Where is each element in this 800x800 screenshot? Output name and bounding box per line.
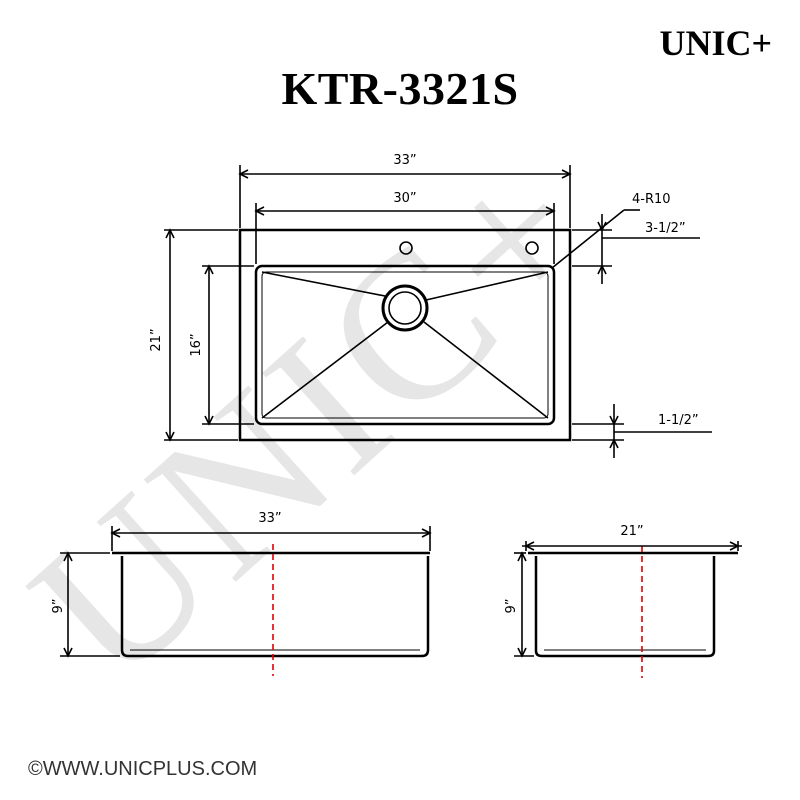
top-view: 33” 30” 21” 16” <box>149 153 712 458</box>
label-overall-depth: 21” <box>149 328 164 351</box>
faucet-hole <box>399 241 413 255</box>
faucet-hole <box>525 241 539 255</box>
dimension-front-height <box>60 551 120 658</box>
front-view: 33” 9” <box>51 511 432 676</box>
label-side-height: 9” <box>504 598 519 613</box>
label-bowl-depth: 16” <box>189 333 204 356</box>
bowl-inner-edge <box>261 271 549 419</box>
side-view: 21” 9” <box>504 524 742 678</box>
side-bowl-profile <box>534 556 716 658</box>
label-front-deck: 1-1/2” <box>658 413 699 428</box>
dimension-rear-deck <box>572 214 700 284</box>
drain-inner <box>388 291 422 325</box>
dimension-overall-depth <box>164 228 238 442</box>
label-corner-radius: 4-R10 <box>632 192 671 207</box>
label-front-height: 9” <box>51 598 66 613</box>
dimension-overall-width <box>238 165 572 228</box>
copyright-text: ©WWW.UNICPLUS.COM <box>28 758 258 780</box>
model-title: KTR-3321S <box>281 63 519 114</box>
dimension-side-height <box>514 551 534 658</box>
dimension-front-deck <box>572 404 712 458</box>
drain-outer <box>381 284 429 332</box>
dimension-bowl-depth <box>202 264 254 426</box>
leader-corner-radius <box>551 209 640 269</box>
dimension-front-width <box>110 526 432 551</box>
label-overall-width: 33” <box>393 153 416 168</box>
dimension-side-width <box>522 541 742 551</box>
label-bowl-width: 30” <box>393 191 416 206</box>
brand-logo: UNIC+ <box>659 23 772 63</box>
label-front-width: 33” <box>258 511 281 526</box>
bowl-slope-lines <box>261 271 549 419</box>
front-bowl-profile <box>120 556 430 658</box>
dimension-bowl-width <box>254 203 556 264</box>
label-rear-deck: 3-1/2” <box>645 221 686 236</box>
bowl-outline <box>254 264 556 426</box>
sink-outline <box>238 228 572 442</box>
label-side-width: 21” <box>620 524 643 539</box>
